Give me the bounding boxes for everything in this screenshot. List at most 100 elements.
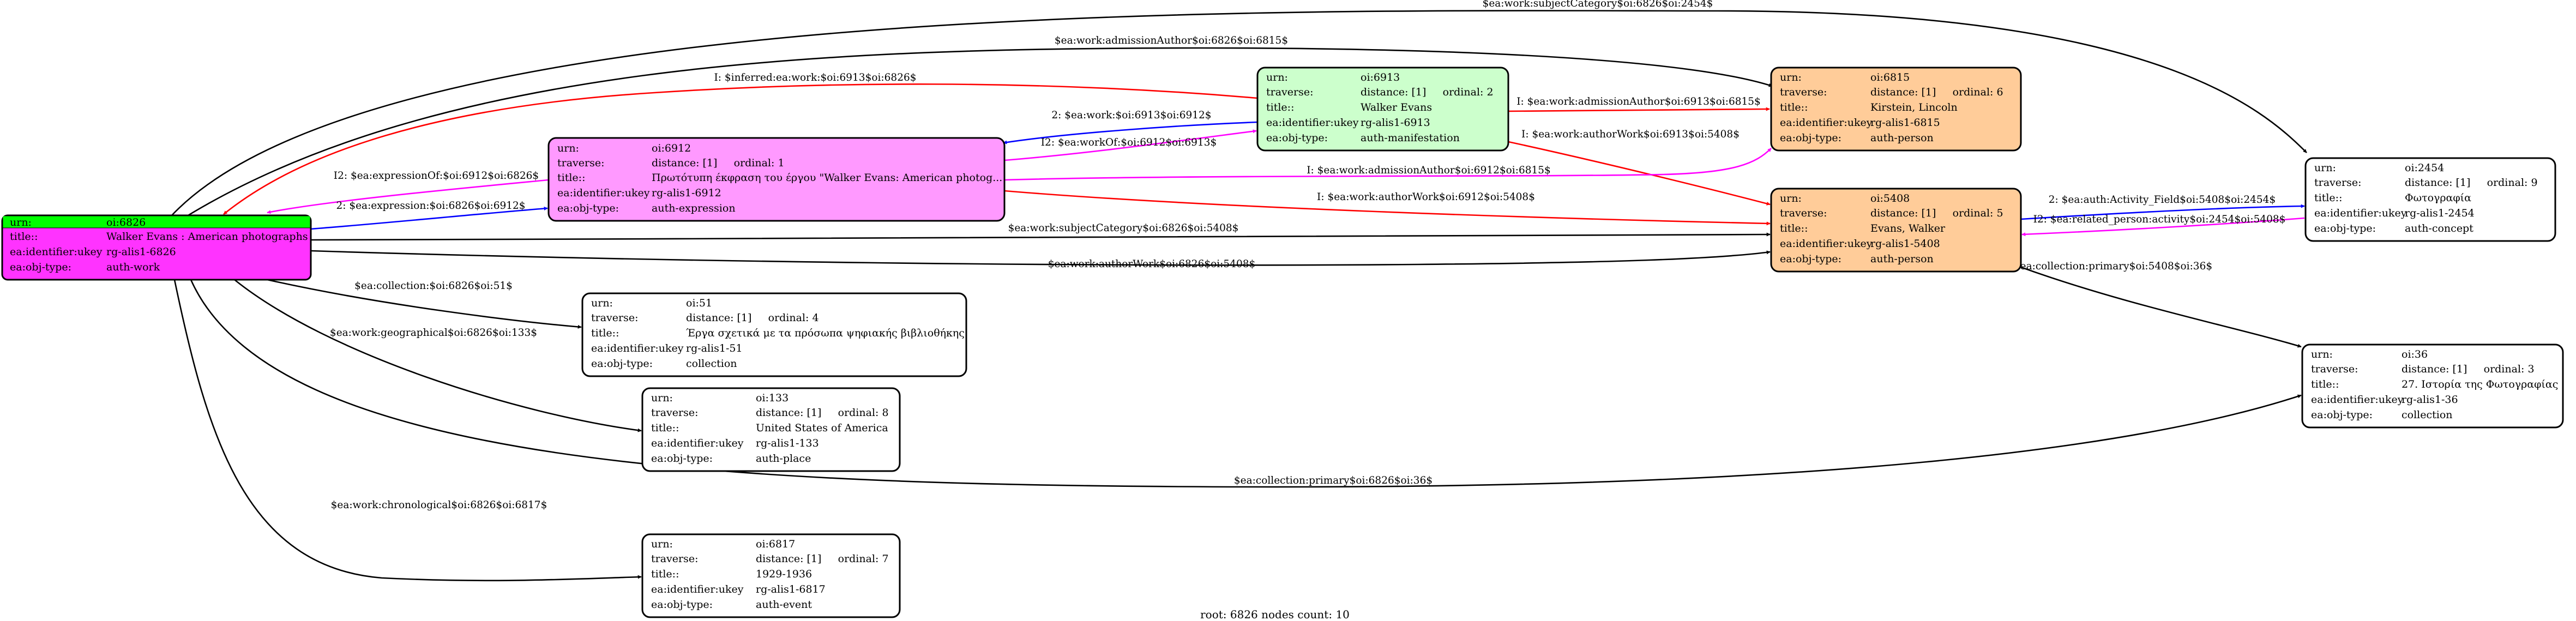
key-identifier: ea:identifier:ukey (557, 187, 650, 199)
key-identifier: ea:identifier:ukey (2314, 207, 2407, 219)
node-title: Walker Evans : American photographs (106, 231, 308, 243)
edge-label: I2: $ea:expressionOf:$oi:6912$oi:6826$ (334, 170, 539, 182)
node-traverse: distance: [1] ordinal: 4 (686, 312, 819, 324)
key-title: title:: (2314, 192, 2342, 204)
node-urn: oi:36 (2402, 348, 2428, 360)
key-traverse: traverse: (2311, 363, 2358, 375)
node-identifier: rg-alis1-6817 (756, 583, 826, 595)
node-6913[interactable]: urn: oi:6913 traverse: distance: [1] ord… (1256, 67, 1509, 152)
node-traverse: distance: [1] ordinal: 2 (1361, 86, 1494, 98)
node-objtype: auth-person (1870, 132, 1934, 144)
node-objtype: auth-manifestation (1361, 132, 1460, 144)
node-title: Έργα σχετικά με τα πρόσωπα ψηφιακής βιβλ… (686, 327, 965, 339)
edge-label: 2: $ea:work:$oi:6913$oi:6912$ (1051, 110, 1211, 121)
key-traverse: traverse: (651, 553, 699, 565)
edge-i-authorwork-6912-5408: I: $ea:work:authorWork$oi:6912$oi:5408$ (1004, 190, 1771, 226)
edge-label: $ea:collection:primary$oi:5408$oi:36$ (2014, 261, 2212, 272)
node-2454[interactable]: urn: oi:2454 traverse: distance: [1] ord… (2304, 157, 2556, 242)
edge-expression-6826-6912: 2: $ea:expression:$oi:6826$oi:6912$ (310, 200, 548, 230)
node-urn: oi:6817 (756, 538, 795, 550)
edge-collection-primary-6826-36: $ea:collection:primary$oi:6826$oi:36$ (190, 279, 2302, 488)
edge-label: I2: $ea:related_person:activity$oi:2454$… (2033, 214, 2286, 225)
key-urn: urn: (2314, 162, 2336, 174)
edge-collection-primary-5408-36: $ea:collection:primary$oi:5408$oi:36$ (2014, 261, 2302, 348)
key-title: title:: (651, 568, 679, 580)
node-urn: oi:6913 (1361, 71, 1400, 83)
key-title: title:: (591, 327, 619, 339)
key-objtype: ea:obj-type: (651, 599, 713, 611)
node-root-6826[interactable]: urn: oi:6826 title:: Walker Evans : Amer… (1, 214, 312, 281)
edge-label: $ea:work:admissionAuthor$oi:6826$oi:6815… (1055, 35, 1288, 46)
node-identifier: rg-alis1-133 (756, 437, 819, 449)
key-title: title:: (557, 172, 585, 184)
node-title: Walker Evans (1361, 101, 1432, 113)
edge-inferred-6913-6826: I: $inferred:ea:work:$oi:6913$oi:6826$ (223, 72, 1258, 215)
edge-label: I: $ea:work:authorWork$oi:6913$oi:5408$ (1521, 129, 1740, 140)
node-objtype: auth-expression (652, 202, 736, 214)
node-urn: oi:5408 (1870, 192, 1910, 204)
node-identifier: rg-alis1-51 (686, 342, 743, 354)
node-urn: oi:6815 (1870, 71, 1910, 83)
edge-subjectcategory-6826-2454: $ea:work:subjectCategory$oi:6826$oi:2454… (171, 0, 2307, 216)
key-identifier: ea:identifier:ukey (1780, 117, 1873, 129)
key-identifier: ea:identifier:ukey (1266, 117, 1359, 129)
node-traverse: distance: [1] ordinal: 7 (756, 553, 889, 565)
node-36[interactable]: urn: oi:36 traverse: distance: [1] ordin… (2301, 343, 2564, 429)
node-urn: oi:2454 (2405, 162, 2444, 174)
key-title: title:: (651, 422, 679, 434)
node-title: 1929-1936 (756, 568, 812, 580)
key-urn: urn: (557, 142, 579, 154)
edge-geographical-6826-133: $ea:work:geographical$oi:6826$oi:133$ (234, 279, 642, 432)
key-objtype: ea:obj-type: (10, 261, 71, 273)
key-objtype: ea:obj-type: (591, 358, 653, 370)
edge-admissionauthor-6826-6815: $ea:work:admissionAuthor$oi:6826$oi:6815… (188, 35, 1773, 216)
node-traverse: distance: [1] ordinal: 1 (652, 157, 785, 169)
node-title: Πρωτότυπη έκφραση του έργου "Walker Evan… (652, 172, 1002, 184)
node-identifier: rg-alis1-6826 (106, 246, 176, 258)
node-objtype: auth-place (756, 453, 811, 465)
graph-footer: root: 6826 nodes count: 10 (1200, 608, 1350, 621)
node-title: Kirstein, Lincoln (1870, 101, 1958, 113)
node-urn: oi:6826 (106, 216, 146, 228)
key-urn: urn: (10, 216, 32, 228)
node-traverse: distance: [1] ordinal: 9 (2405, 177, 2538, 189)
key-objtype: ea:obj-type: (557, 202, 619, 214)
node-title: Evans, Walker (1870, 222, 1946, 234)
key-title: title:: (1780, 222, 1808, 234)
node-identifier: rg-alis1-6912 (652, 187, 721, 199)
node-133[interactable]: urn: oi:133 traverse: distance: [1] ordi… (641, 387, 901, 472)
node-51[interactable]: urn: oi:51 traverse: distance: [1] ordin… (581, 292, 967, 377)
edge-label: I: $ea:work:authorWork$oi:6912$oi:5408$ (1317, 191, 1535, 203)
key-title: title:: (2311, 378, 2339, 390)
key-urn: urn: (1780, 71, 1802, 83)
node-objtype: collection (2402, 409, 2453, 421)
edge-expressionof-6912-6826: I2: $ea:expressionOf:$oi:6912$oi:6826$ (267, 170, 549, 214)
edge-chronological-6826-6817: $ea:work:chronological$oi:6826$oi:6817$ (173, 279, 642, 582)
key-identifier: ea:identifier:ukey (2311, 394, 2404, 406)
edge-related-person-2454-5408: I2: $ea:related_person:activity$oi:2454$… (2021, 214, 2305, 237)
node-objtype: collection (686, 358, 737, 370)
key-urn: urn: (651, 392, 673, 404)
key-urn: urn: (1266, 71, 1288, 83)
node-title: United States of America (756, 422, 888, 434)
key-traverse: traverse: (651, 407, 699, 419)
node-traverse: distance: [1] ordinal: 8 (756, 407, 889, 419)
edge-i-authorwork-6913-5408: I: $ea:work:authorWork$oi:6913$oi:5408$ (1508, 129, 1771, 206)
key-objtype: ea:obj-type: (1780, 132, 1841, 144)
node-identifier: rg-alis1-36 (2402, 394, 2458, 406)
node-objtype: auth-concept (2405, 222, 2473, 234)
node-6815[interactable]: urn: oi:6815 traverse: distance: [1] ord… (1770, 67, 2022, 152)
node-identifier: rg-alis1-6815 (1870, 117, 1940, 129)
key-identifier: ea:identifier:ukey (1780, 238, 1873, 250)
node-objtype: auth-event (756, 599, 812, 611)
node-identifier: rg-alis1-2454 (2405, 207, 2475, 219)
node-6912[interactable]: urn: oi:6912 traverse: distance: [1] ord… (547, 137, 1006, 222)
node-5408[interactable]: urn: oi:5408 traverse: distance: [1] ord… (1770, 188, 2022, 273)
edge-label: I: $ea:work:admissionAuthor$oi:6912$oi:6… (1307, 165, 1551, 176)
edge-label: I2: $ea:workOf:$oi:6912$oi:6913$ (1041, 137, 1217, 148)
key-traverse: traverse: (1780, 207, 1827, 219)
node-urn: oi:133 (756, 392, 789, 404)
node-6817[interactable]: urn: oi:6817 traverse: distance: [1] ord… (641, 533, 901, 618)
node-urn: oi:6912 (652, 142, 691, 154)
